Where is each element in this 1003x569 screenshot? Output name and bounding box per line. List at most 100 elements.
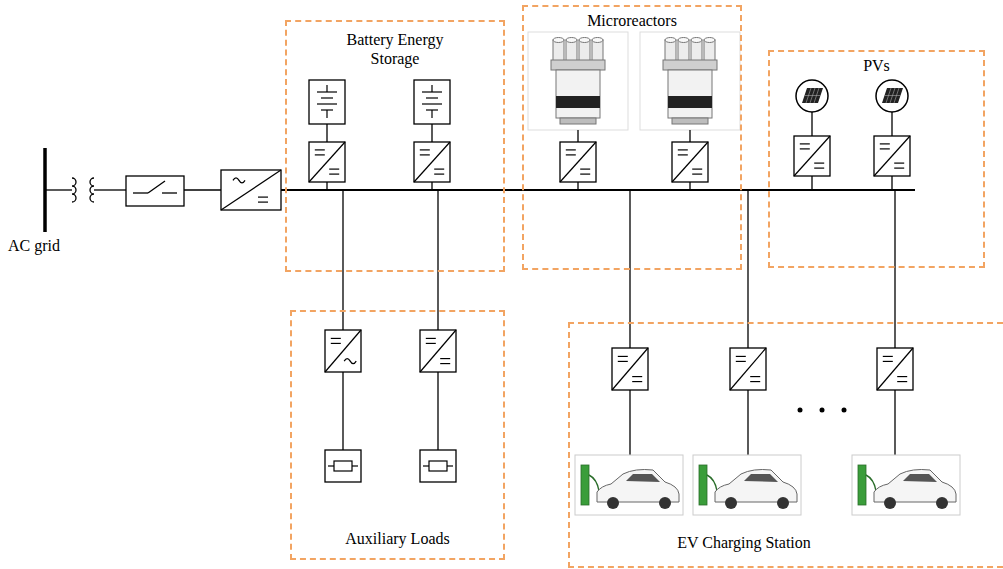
car-body	[874, 470, 956, 503]
reactor-cap	[579, 40, 590, 62]
converter-box	[730, 348, 766, 390]
ellipsis-dot	[798, 408, 803, 413]
reactor-cap	[691, 40, 702, 62]
dc-symbol	[440, 358, 450, 359]
switch-symbol	[148, 181, 165, 193]
dc-symbol	[580, 174, 590, 175]
converter-diagonal	[420, 330, 456, 372]
group-title: PVs	[863, 56, 890, 75]
wire	[326, 124, 327, 142]
resistor-symbol	[429, 461, 447, 471]
resistor-symbol	[334, 461, 352, 471]
wire	[326, 182, 327, 190]
converter-box	[420, 330, 456, 372]
dc-symbol	[434, 174, 444, 175]
reactor-image-frame	[528, 32, 628, 130]
dc-symbol	[880, 148, 890, 149]
reactor-cap	[678, 40, 689, 62]
converter-box	[672, 142, 708, 182]
battery-symbol	[426, 97, 438, 98]
wire	[629, 390, 630, 455]
converter-diagonal	[309, 142, 345, 182]
converter-box	[414, 142, 450, 182]
wire	[94, 189, 126, 190]
dc-symbol	[692, 174, 702, 175]
dc-symbol	[632, 381, 642, 382]
wire	[577, 182, 578, 190]
reactor-body	[556, 70, 600, 118]
converter-diagonal	[414, 142, 450, 182]
dc-symbol	[566, 149, 576, 150]
dc-symbol	[678, 149, 688, 150]
group-box: PVs	[768, 50, 985, 268]
transformer-coil	[72, 178, 76, 202]
dc-symbol	[420, 154, 430, 155]
pv-grid	[885, 95, 901, 96]
group-title: EV Charging Station	[677, 533, 811, 552]
dc-symbol	[420, 149, 430, 150]
dc-symbol	[883, 361, 893, 362]
dc-symbol	[880, 143, 890, 144]
group-title: Microreactors	[587, 11, 677, 30]
pv-circle	[796, 80, 828, 112]
car-wheel	[936, 497, 948, 509]
reactor-collar	[663, 60, 717, 70]
dc-symbol	[883, 356, 893, 357]
reactor-cap-top	[678, 38, 689, 43]
wire	[894, 190, 895, 348]
charger-cable	[707, 475, 717, 491]
car-wheel	[777, 497, 789, 509]
wire	[431, 124, 432, 142]
converter-diagonal	[612, 348, 648, 390]
wire	[891, 112, 892, 136]
dc-symbol	[258, 197, 268, 198]
battery-symbol	[326, 110, 327, 118]
battery-symbol	[422, 103, 442, 104]
transformer-coil	[90, 178, 94, 202]
dc-symbol	[426, 338, 436, 339]
dc-symbol	[800, 143, 810, 144]
reactor-base	[672, 118, 708, 124]
converter-diagonal	[877, 348, 913, 390]
dc-symbol	[736, 361, 746, 362]
dc-symbol	[580, 169, 590, 170]
reactor-cap-top	[665, 38, 676, 43]
converter-diagonal	[874, 136, 910, 176]
dc-symbol	[434, 169, 444, 170]
wire	[811, 176, 812, 190]
reactor-cap-top	[566, 38, 577, 43]
reactor-cap-top	[579, 38, 590, 43]
group-box: Battery Energy Storage	[285, 20, 505, 272]
converter-box	[877, 348, 913, 390]
dc-symbol	[897, 381, 907, 382]
charger-cable	[589, 475, 599, 491]
dc-symbol	[800, 148, 810, 149]
ellipsis-dot	[842, 408, 847, 413]
reactor-body	[668, 70, 712, 118]
dc-symbol	[897, 376, 907, 377]
reactor-cap	[665, 40, 676, 62]
reactor-cap	[704, 40, 715, 62]
battery-symbol	[422, 91, 442, 92]
converter-diagonal	[730, 348, 766, 390]
reactor-cap-top	[553, 38, 564, 43]
dc-symbol	[315, 149, 325, 150]
car-body	[715, 470, 797, 503]
car-wheel	[607, 497, 619, 509]
dc-symbol	[426, 343, 436, 344]
wire	[747, 390, 748, 455]
car-window	[744, 474, 778, 482]
wire	[811, 112, 812, 136]
switch-symbol	[162, 192, 177, 193]
converter-box	[874, 136, 910, 176]
dc-symbol	[329, 174, 339, 175]
charger-post	[699, 465, 707, 505]
wire	[437, 190, 438, 330]
dc-symbol	[632, 376, 642, 377]
reactor-cap	[553, 40, 564, 62]
ac-symbol	[233, 178, 245, 183]
dc-symbol	[814, 163, 824, 164]
load-box	[420, 450, 456, 482]
battery-symbol	[321, 97, 333, 98]
dc-symbol	[692, 169, 702, 170]
